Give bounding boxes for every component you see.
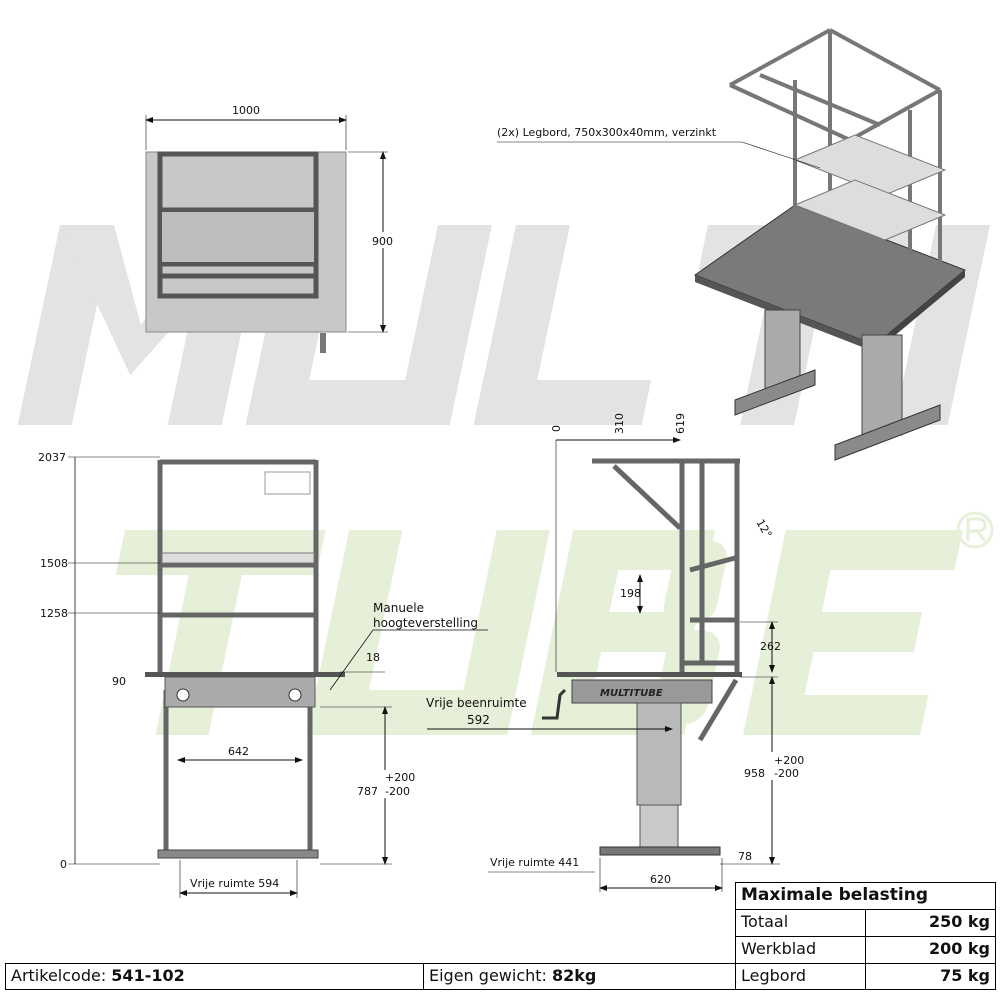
load-value-worktop: 200 kg: [865, 936, 996, 964]
height-0: 0: [60, 858, 67, 871]
angle-12: 12°: [753, 517, 774, 540]
shelf-callout: (2x) Legbord, 750x300x40mm, verzinkt: [497, 126, 717, 139]
free-space-441: Vrije ruimte 441: [490, 856, 579, 869]
dim-262: 262: [760, 640, 781, 653]
side-dim-310: 310: [613, 413, 626, 434]
dim-198: 198: [620, 587, 641, 600]
iso-view: (2x) Legbord, 750x300x40mm, verzinkt: [497, 28, 966, 461]
side-view: MULTITUBE 0 310 619 198 12° 262 +200 958…: [426, 413, 806, 892]
height-1258: 1258: [40, 607, 68, 620]
callout-manual-line1: Manuele: [373, 601, 424, 615]
watermark-registered-icon: [956, 511, 994, 549]
load-table: Maximale belasting Totaal 250 kg Werkbla…: [735, 882, 996, 990]
side-height-base: 958: [744, 767, 765, 780]
callout-manual-line2: hoogteverstelling: [373, 616, 478, 630]
depth-dim: 900: [372, 235, 393, 248]
load-label-worktop: Werkblad: [735, 936, 866, 964]
free-space-594: Vrije ruimte 594: [190, 877, 279, 890]
load-value-total: 250 kg: [865, 909, 996, 937]
own-weight-value: 82kg: [552, 966, 597, 985]
load-table-title: Maximale belasting: [735, 882, 996, 910]
article-code-value: 541-102: [111, 966, 185, 985]
height-1508: 1508: [40, 557, 68, 570]
legroom-label: Vrije beenruimte: [426, 696, 527, 710]
side-height-plus: +200: [774, 754, 804, 767]
brand-label: MULTITUBE: [600, 688, 663, 699]
height-range-minus: -200: [385, 785, 410, 798]
article-code-label: Artikelcode:: [11, 966, 112, 985]
load-label-total: Totaal: [735, 909, 866, 937]
side-dim-0: 0: [550, 425, 563, 432]
offset-90: 90: [112, 675, 126, 688]
top-view: 1000 900: [145, 104, 396, 353]
height-range-base: 787: [357, 785, 378, 798]
load-value-shelf: 75 kg: [865, 963, 996, 990]
legroom-value: 592: [467, 713, 490, 727]
load-label-shelf: Legbord: [735, 963, 866, 990]
side-height-minus: -200: [774, 767, 799, 780]
front-view: 2037 1508 1258 90 0 642 18 +200 787 -200…: [38, 451, 488, 898]
height-2037: 2037: [38, 451, 66, 464]
own-weight-label: Eigen gewicht:: [429, 966, 552, 985]
article-code: Artikelcode: 541-102: [5, 963, 424, 990]
dim-78: 78: [738, 850, 752, 863]
side-dim-619: 619: [674, 413, 687, 434]
height-range-plus: +200: [385, 771, 415, 784]
dim-620: 620: [650, 873, 671, 886]
dim-18: 18: [366, 651, 380, 664]
width-dim: 1000: [232, 104, 260, 117]
own-weight: Eigen gewicht: 82kg: [423, 963, 736, 990]
dim-642: 642: [228, 745, 249, 758]
